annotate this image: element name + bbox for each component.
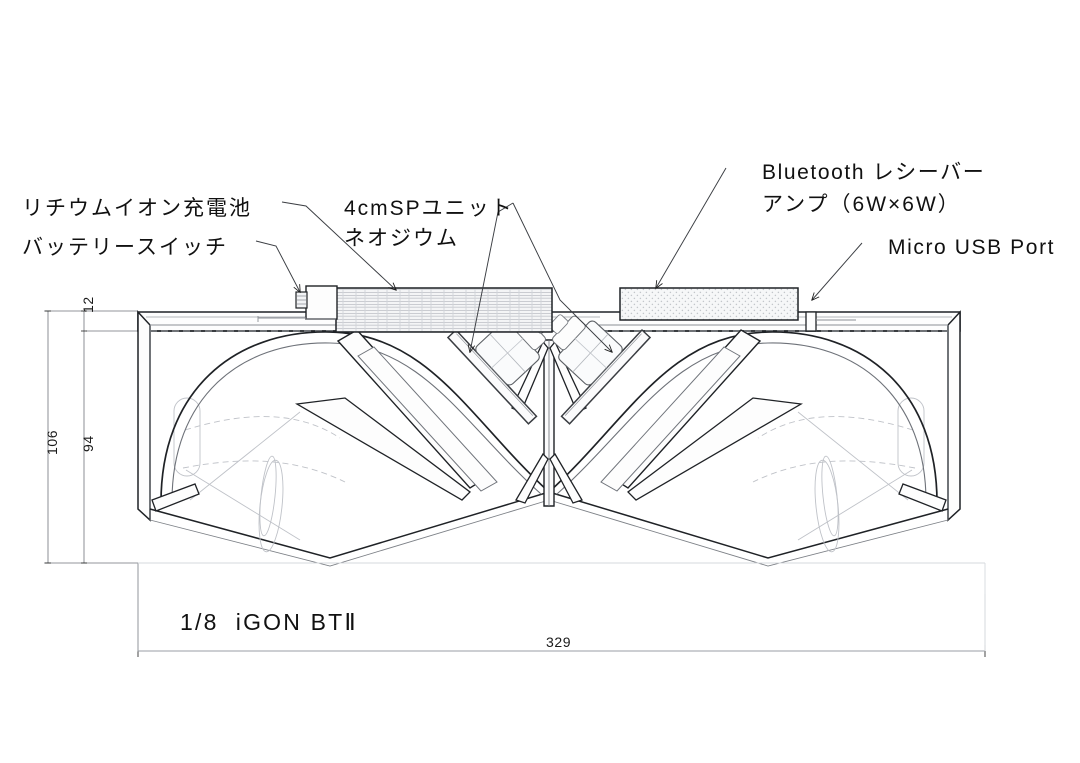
center-divider xyxy=(543,339,555,507)
label-lithium-ion-battery: リチウムイオン充電池 xyxy=(22,197,252,220)
leader-micro-usb xyxy=(812,242,863,300)
leader-battery xyxy=(281,201,396,290)
dimension-top-height: 12 xyxy=(80,296,96,313)
lower-braces xyxy=(151,397,947,512)
label-speaker-unit-line2: ネオジウム xyxy=(344,227,459,250)
speaker-mount-rails xyxy=(336,329,762,492)
leader-bluetooth-amp xyxy=(656,167,727,288)
leader-battery-switch xyxy=(255,240,300,292)
bluetooth-amp-block xyxy=(619,287,799,321)
dimension-overall-height: 106 xyxy=(44,429,60,455)
label-bluetooth-amp-line1: Bluetooth レシーバー xyxy=(762,161,986,184)
battery-switch-nub xyxy=(295,291,308,309)
label-bluetooth-amp-line2: アンプ（6W×6W） xyxy=(762,193,961,216)
lithium-ion-battery-block xyxy=(257,285,553,333)
horn-curves xyxy=(160,331,938,506)
title-block-frame xyxy=(137,562,986,652)
leader-lines xyxy=(255,167,863,352)
brace-left-diagonal xyxy=(295,397,471,501)
hidden-construction-lines xyxy=(173,397,925,553)
brace-left-foot xyxy=(151,483,200,512)
title-block-label: 1/8 iGON BTⅡ xyxy=(180,609,358,635)
horn-curve-left xyxy=(160,331,550,506)
brace-right-foot xyxy=(898,483,947,512)
dimension-body-height: 94 xyxy=(80,435,96,452)
leader-speaker-left xyxy=(470,202,514,352)
leader-speaker-right xyxy=(512,202,612,352)
label-micro-usb-port: Micro USB Port xyxy=(888,236,1056,259)
brace-right-diagonal xyxy=(627,397,803,501)
label-speaker-unit-line1: 4cmSPユニット xyxy=(344,197,514,220)
horn-curve-right xyxy=(548,331,938,506)
dimension-overall-width: 329 xyxy=(546,634,572,650)
left-side-wall xyxy=(137,310,151,522)
micro-usb-port-notch xyxy=(805,311,856,332)
label-battery-switch: バッテリースイッチ xyxy=(22,236,228,259)
right-side-wall xyxy=(947,310,961,522)
bottom-panel-left xyxy=(149,491,550,559)
bottom-panel-right xyxy=(548,491,949,559)
